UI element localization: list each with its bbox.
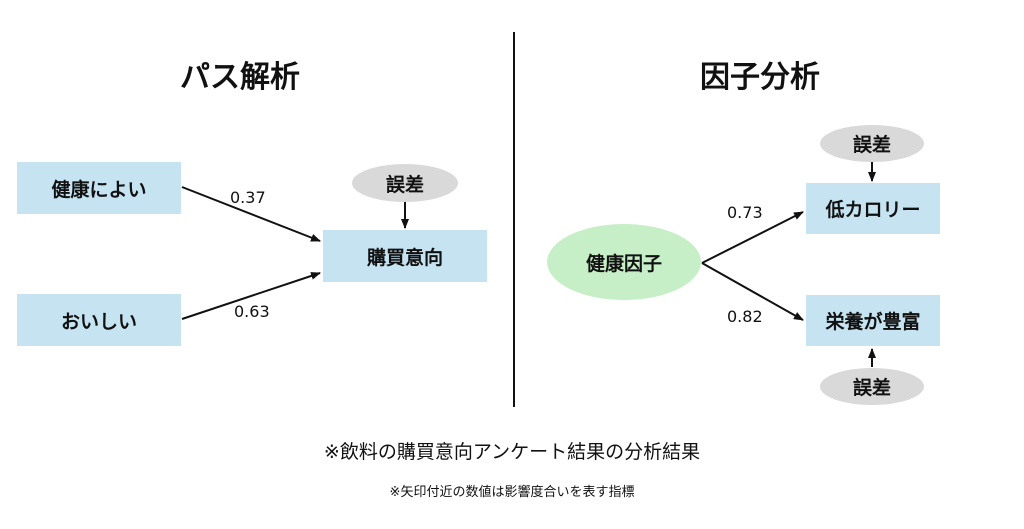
coef-healthy: 0.37 [230, 188, 266, 207]
arrow-health-to-purchase [181, 186, 321, 242]
node-error-nutrition: 誤差 [820, 368, 924, 405]
path-analysis-title: パス解析 [180, 60, 300, 95]
figure-note: ※矢印付近の数値は影響度合いを表す指標 [389, 485, 635, 500]
node-low-calorie: 低カロリー [806, 183, 940, 234]
coef-lowcal: 0.73 [727, 203, 763, 222]
node-nutritious: 栄養が豊富 [806, 295, 940, 346]
node-healthy: 健康によい [17, 162, 181, 214]
figure-caption: ※飲料の購買意向アンケート結果の分析結果 [323, 441, 701, 463]
node-tasty: おいしい [17, 294, 181, 346]
arrow-factor-to-nutrition [701, 262, 804, 321]
arrow-taste-to-purchase [181, 272, 321, 320]
node-purchase-intent: 購買意向 [323, 230, 487, 282]
coef-nutrition: 0.82 [727, 307, 763, 326]
coef-tasty: 0.63 [234, 302, 270, 321]
node-health-factor: 健康因子 [547, 224, 701, 300]
arrow-factor-to-lowcal [701, 211, 804, 264]
factor-analysis-title: 因子分析 [700, 60, 820, 95]
node-error-lowcal: 誤差 [820, 125, 924, 162]
node-error-purchase: 誤差 [352, 164, 458, 202]
